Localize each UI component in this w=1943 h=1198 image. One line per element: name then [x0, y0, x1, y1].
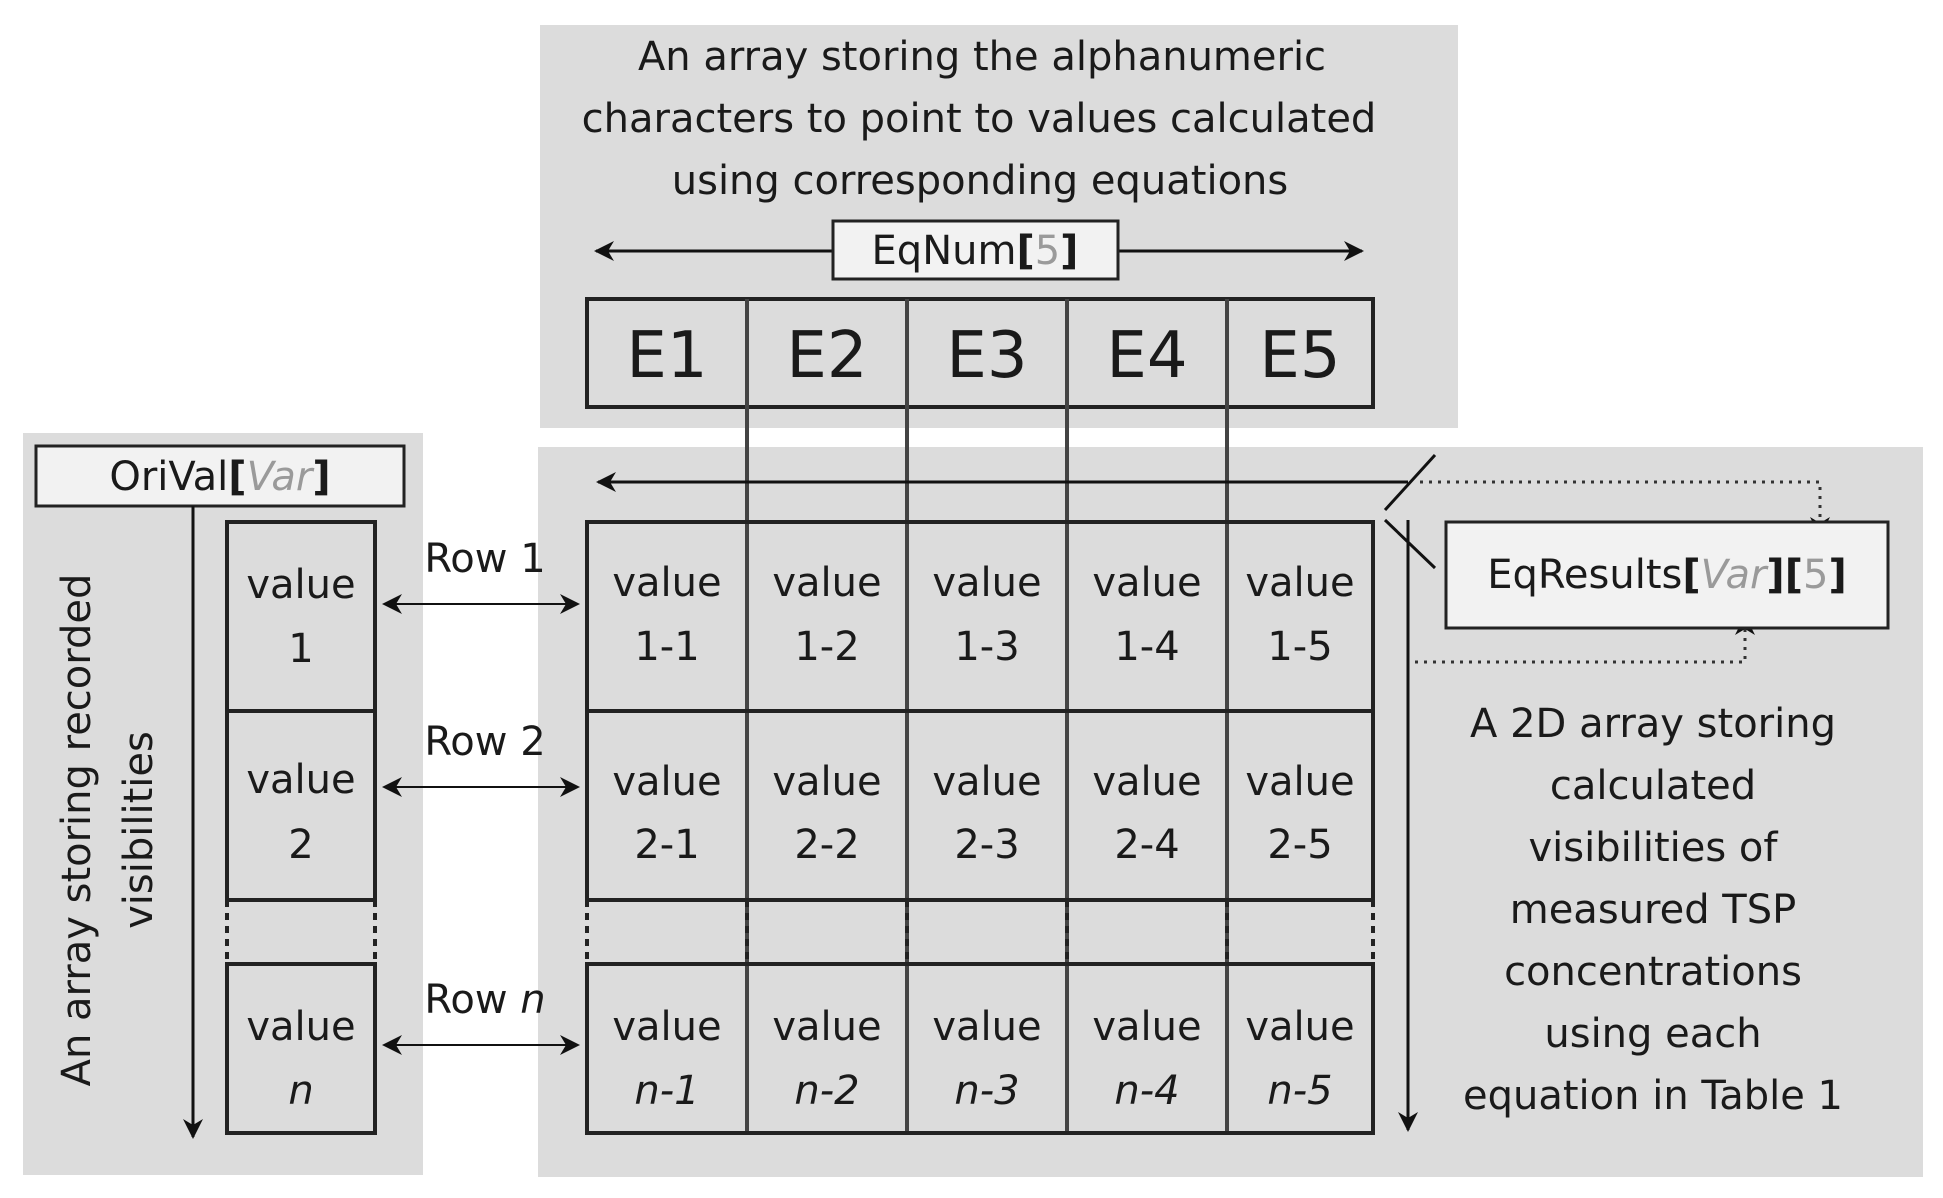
orival-cell-word-1: value	[246, 562, 355, 608]
eqresults-cell-word-1-3: value	[932, 560, 1041, 606]
eqresults-cell-index-2-3: 2-3	[954, 822, 1019, 868]
orival-cell-index-1: 1	[288, 626, 313, 672]
eqresults-cell-word-2-1: value	[612, 759, 721, 805]
orival-description-line-2: visibilities	[116, 731, 162, 929]
eqresults-description-line-2: calculated	[1550, 763, 1756, 809]
eqnum-label: EqNum[5]	[872, 228, 1079, 274]
eqresults-description-line-3: visibilities of	[1529, 825, 1779, 871]
eqresults-cell-word-2-2: value	[772, 759, 881, 805]
eqresults-cell-word-1-5: value	[1245, 560, 1354, 606]
row-label-1: Row 1	[424, 536, 545, 582]
eqresults-label: EqResults[Var][5]	[1487, 552, 1846, 598]
eqresults-corner-tick-1	[1383, 453, 1437, 512]
eqnum-cell-3: E3	[946, 319, 1027, 393]
eqresults-cell-index-2-2: 2-2	[794, 822, 859, 868]
eqresults-corner-tick-2	[1383, 518, 1437, 570]
eqresults-block-row-n	[585, 962, 1375, 1135]
eqresults-dotted-pointer-bottom	[1415, 615, 1755, 664]
eqresults-description-line-4: measured TSP	[1510, 887, 1797, 933]
eqresults-cell-word-1-4: value	[1092, 560, 1201, 606]
orival-block-row-n	[225, 962, 377, 1135]
orival-panel-bg	[23, 433, 423, 1175]
eqnum-array-box	[585, 297, 1375, 409]
orival-cell-index-2: 2	[288, 822, 313, 868]
eqnum-cell-4: E4	[1106, 319, 1187, 393]
eqnum-label-box	[831, 219, 1120, 281]
eqresults-cell-word-2-3: value	[932, 759, 1041, 805]
eqresults-cell-index-1-3: 1-3	[954, 624, 1019, 670]
eqnum-description-line-2: characters to point to values calculated	[582, 96, 1377, 142]
row-label-3: Row n	[424, 977, 545, 1023]
eqnum-description-line-3: using corresponding equations	[672, 158, 1288, 204]
orival-description: An array storing recorded visibilities	[54, 574, 162, 1087]
eqnum-cell-1: E1	[626, 319, 707, 393]
eqresults-cell-word-n-3: value	[932, 1004, 1041, 1050]
eqresults-cell-index-n-3: n-3	[954, 1068, 1019, 1114]
orival-description-line-1: An array storing recorded	[54, 574, 100, 1087]
eqresults-cell-index-n-5: n-5	[1267, 1068, 1332, 1114]
orival-label: OriVal[Var]	[109, 454, 330, 500]
eqresults-description-line-5: concentrations	[1504, 949, 1802, 995]
eqresults-cell-index-n-4: n-4	[1114, 1068, 1179, 1114]
eqresults-cell-word-1-1: value	[612, 560, 721, 606]
eqresults-cell-word-n-5: value	[1245, 1004, 1354, 1050]
eqnum-description-line-1: An array storing the alphanumeric	[638, 34, 1326, 80]
eqresults-cell-word-2-4: value	[1092, 759, 1201, 805]
eqresults-cell-word-2-5: value	[1245, 759, 1354, 805]
eqresults-description-line-7: equation in Table 1	[1463, 1073, 1843, 1119]
eqnum-cell-5: E5	[1259, 319, 1340, 393]
eqresults-cell-index-1-5: 1-5	[1267, 624, 1332, 670]
eqresults-cell-index-2-5: 2-5	[1267, 822, 1332, 868]
eqresults-cell-index-2-4: 2-4	[1114, 822, 1179, 868]
eqresults-cell-index-2-1: 2-1	[634, 822, 699, 868]
eqresults-cell-word-1-2: value	[772, 560, 881, 606]
eqresults-cell-word-n-4: value	[1092, 1004, 1201, 1050]
eqresults-description-line-6: using each	[1544, 1011, 1761, 1057]
eqresults-cell-word-n-2: value	[772, 1004, 881, 1050]
eqresults-cell-index-n-2: n-2	[794, 1068, 859, 1114]
orival-label-box	[34, 444, 406, 508]
orival-cell-word-2: value	[246, 757, 355, 803]
eqresults-label-box	[1444, 520, 1890, 630]
orival-cell-index-3: n	[288, 1068, 313, 1114]
eqresults-cell-word-n-1: value	[612, 1004, 721, 1050]
eqresults-cell-index-1-4: 1-4	[1114, 624, 1179, 670]
orival-cell-word-3: value	[246, 1004, 355, 1050]
eqresults-cell-index-1-1: 1-1	[634, 624, 699, 670]
eqresults-cell-index-n-1: n-1	[634, 1068, 699, 1114]
eqresults-description-line-1: A 2D array storing	[1470, 701, 1836, 747]
eqresults-cell-index-1-2: 1-2	[794, 624, 859, 670]
eqnum-cell-2: E2	[786, 319, 867, 393]
row-label-2: Row 2	[424, 719, 545, 765]
